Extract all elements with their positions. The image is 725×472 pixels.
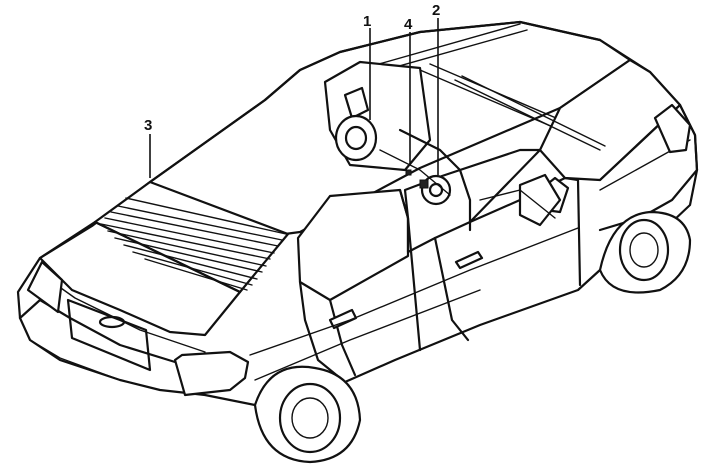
front-wheel: [598, 210, 692, 294]
callout-4: 4: [404, 16, 413, 165]
rear-wheel: [253, 365, 362, 464]
callout-label: 3: [144, 117, 152, 134]
callout-label: 2: [432, 2, 440, 19]
dashboard-interior: [323, 60, 562, 232]
callout-1: 1: [363, 13, 371, 120]
callout-2: 2: [432, 2, 440, 175]
car-body: [16, 20, 699, 464]
callout-3: 3: [144, 117, 152, 178]
callout-label: 1: [363, 13, 371, 30]
callout-label: 4: [404, 16, 413, 33]
